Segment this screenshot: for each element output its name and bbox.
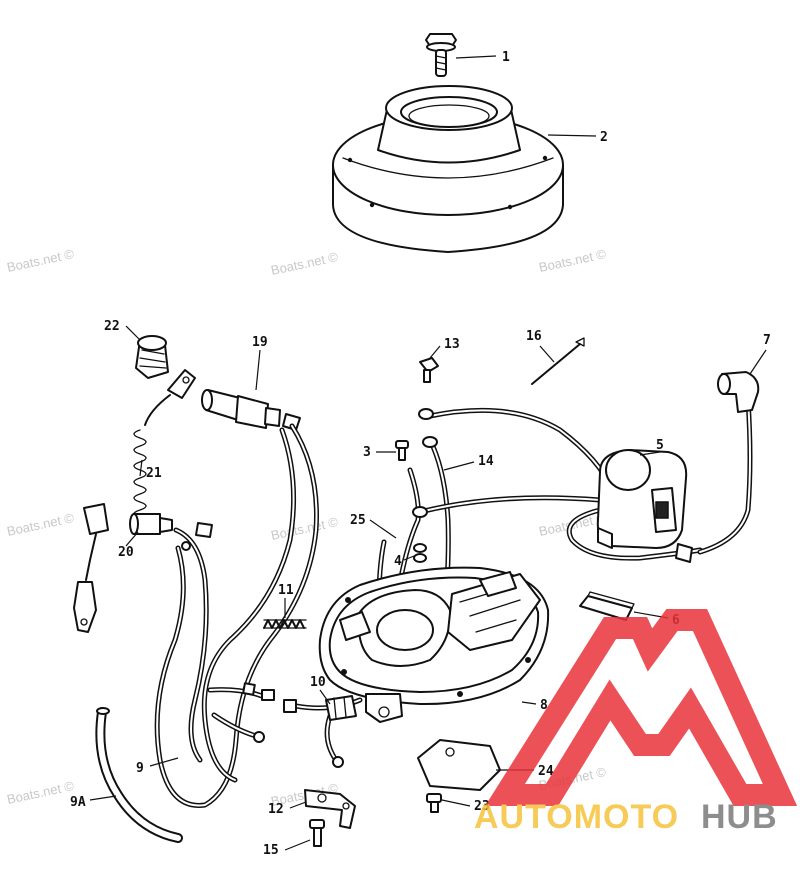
watermark-text: Boats.net © (6, 510, 76, 539)
lanyard-part-21 (73, 369, 196, 633)
callout-4: 4 (394, 554, 402, 569)
callout-10: 10 (310, 675, 326, 690)
callout-20: 20 (118, 545, 134, 560)
callout-25: 25 (350, 513, 366, 528)
hose-part-9a (95, 707, 183, 843)
callout-5: 5 (656, 438, 664, 453)
callout-12: 12 (268, 802, 284, 817)
watermark-text: Boats.net © (6, 778, 76, 807)
flywheel-part-2 (332, 85, 564, 253)
callout-15: 15 (263, 843, 279, 858)
spring-part-11 (263, 619, 307, 629)
automotohub-logo: AUTOMOTO HUB (474, 609, 798, 836)
button-part-20 (129, 513, 173, 535)
bracket-part-12 (304, 789, 356, 829)
screw-part-13 (419, 357, 439, 383)
callout-11: 11 (278, 583, 294, 598)
callout-19: 19 (252, 335, 268, 350)
callout-7: 7 (763, 333, 771, 348)
logo-text-automoto: AUTOMOTO (474, 798, 679, 836)
callout-16: 16 (526, 329, 542, 344)
callout-22: 22 (104, 319, 120, 334)
switch-part-19 (201, 389, 301, 431)
callout-14: 14 (478, 454, 494, 469)
logo-text-hub: HUB (701, 798, 778, 836)
callout-9: 9 (136, 761, 144, 776)
plate-part-24 (417, 739, 501, 791)
callout-9a: 9A (70, 795, 86, 810)
callout-8: 8 (540, 698, 548, 713)
callout-2: 2 (600, 130, 608, 145)
callout-1: 1 (502, 50, 510, 65)
watermark-text: Boats.net © (538, 246, 608, 275)
bolt-part-1 (425, 33, 457, 77)
callout-13: 13 (444, 337, 460, 352)
watermark-text: Boats.net © (270, 249, 340, 278)
screw-part-3 (395, 440, 409, 461)
screw-part-23 (426, 793, 442, 813)
grommet-part-10 (283, 695, 363, 768)
callout-21: 21 (146, 466, 162, 481)
ignition-coil-part-5 (566, 449, 703, 563)
callout-23: 23 (474, 799, 490, 814)
watermark-text: Boats.net © (6, 246, 76, 275)
callout-3: 3 (363, 445, 371, 460)
clip-part-6 (579, 591, 635, 621)
logo-triangle-mark (485, 609, 798, 806)
stator-plate-part-8 (318, 566, 550, 723)
spark-plug-boot-part-7 (697, 371, 760, 555)
watermark-text: Boats.net © (270, 514, 340, 543)
grommet-part-22 (135, 335, 169, 379)
screw-part-15 (309, 819, 325, 847)
callout-24: 24 (538, 764, 554, 779)
pin-part-16 (531, 337, 585, 385)
callout-numbers: 1 2 3 4 5 6 7 8 9 9A 10 11 12 13 14 15 1… (70, 50, 771, 858)
wire-harness-part-9 (154, 423, 319, 808)
